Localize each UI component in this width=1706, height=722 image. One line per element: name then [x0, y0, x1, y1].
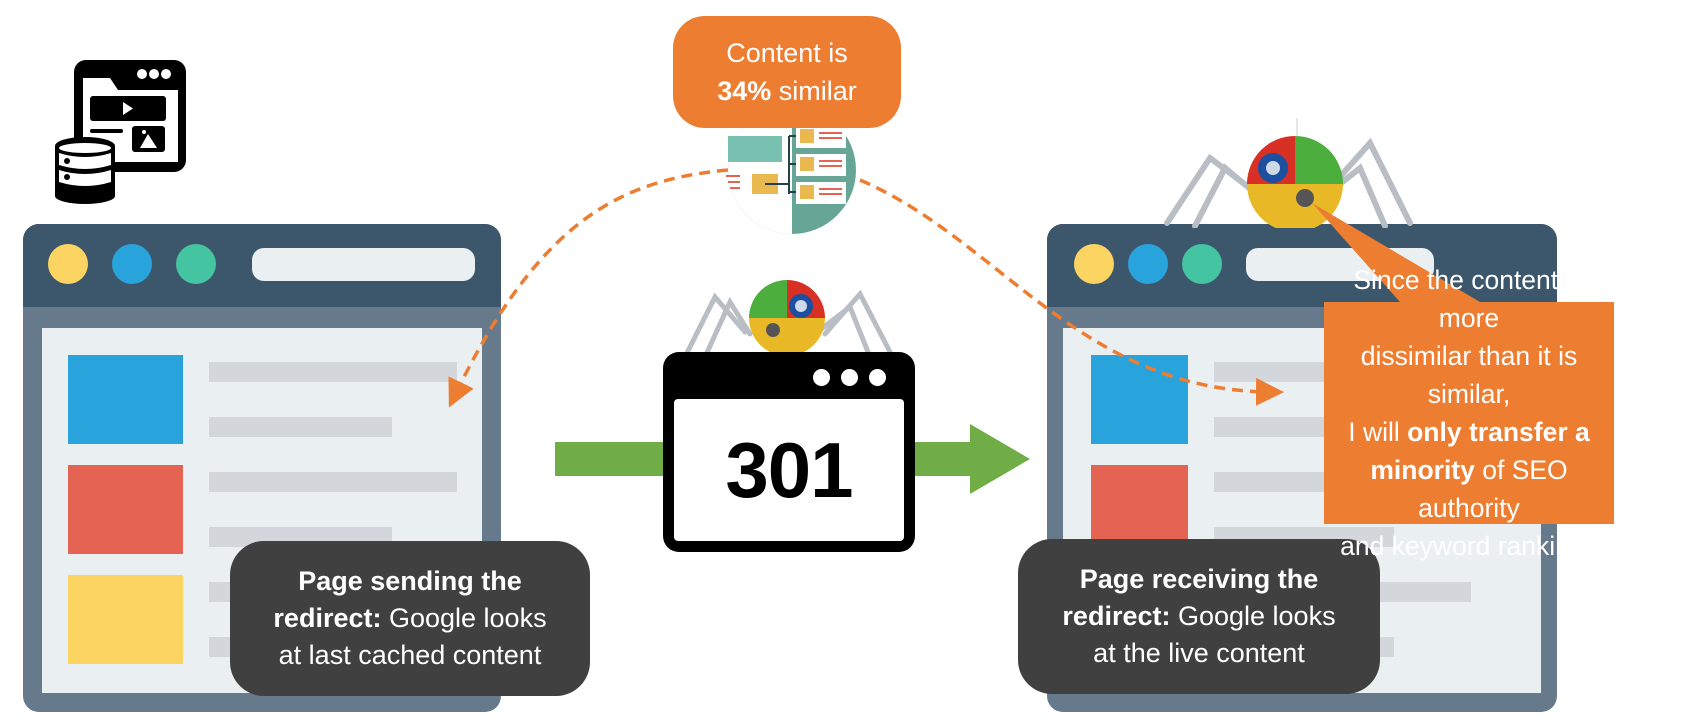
- receiving-page-callout: Page receiving the redirect: Google look…: [1018, 539, 1380, 694]
- window-title-bar: [23, 224, 501, 307]
- sending-page-callout: Page sending the redirect: Google looks …: [230, 541, 590, 696]
- window-dot-yellow: [1074, 244, 1114, 284]
- content-comparison-icon: [726, 108, 856, 234]
- callout-heading: Page receiving the: [1079, 564, 1319, 594]
- window-dot-teal: [176, 244, 216, 284]
- similarity-line2: similar: [771, 76, 857, 106]
- redirect-status-code: 301: [725, 425, 853, 514]
- callout-line: Since the content is more: [1353, 265, 1585, 333]
- callout-line: of SEO authority: [1418, 455, 1568, 523]
- content-block-blue: [68, 355, 183, 444]
- callout-line: and keyword rankings: [1340, 531, 1598, 561]
- callout-heading: Page sending the: [298, 566, 522, 596]
- callout-heading: redirect:: [273, 603, 382, 633]
- text-line: [209, 472, 457, 492]
- redirect-301-box: 301: [663, 352, 915, 552]
- googlebot-spider-icon: [682, 280, 893, 360]
- callout-text: at last cached content: [278, 640, 542, 670]
- content-block-red: [68, 465, 183, 554]
- callout-line: dissimilar than it is similar,: [1360, 341, 1578, 409]
- window-dot-teal: [1182, 244, 1222, 284]
- window-dot-blue: [112, 244, 152, 284]
- window-dot-blue: [1128, 244, 1168, 284]
- callout-text: Google looks: [381, 603, 547, 633]
- callout-line: I will: [1348, 417, 1408, 447]
- window-dot: [869, 369, 886, 386]
- similarity-percent: 34%: [717, 76, 772, 106]
- callout-emphasis: only transfer a: [1407, 417, 1590, 447]
- address-bar: [252, 248, 475, 281]
- window-dot: [841, 369, 858, 386]
- web-content-database-icon: [55, 60, 186, 204]
- window-dot: [813, 369, 830, 386]
- text-line: [209, 417, 392, 437]
- similarity-line1: Content is: [726, 38, 848, 68]
- text-line: [209, 362, 457, 382]
- content-block-blue: [1091, 355, 1188, 444]
- googlebot-spider-icon: [1164, 118, 1413, 228]
- window-dot-yellow: [48, 244, 88, 284]
- seo-transfer-callout: Since the content is more dissimilar tha…: [1324, 265, 1614, 561]
- similarity-callout: Content is 34% similar: [673, 16, 901, 128]
- callout-text: at the live content: [1093, 638, 1305, 668]
- callout-text: Google looks: [1170, 601, 1336, 631]
- content-block-yellow: [68, 575, 183, 664]
- callout-heading: redirect:: [1062, 601, 1171, 631]
- callout-emphasis: minority: [1370, 455, 1475, 485]
